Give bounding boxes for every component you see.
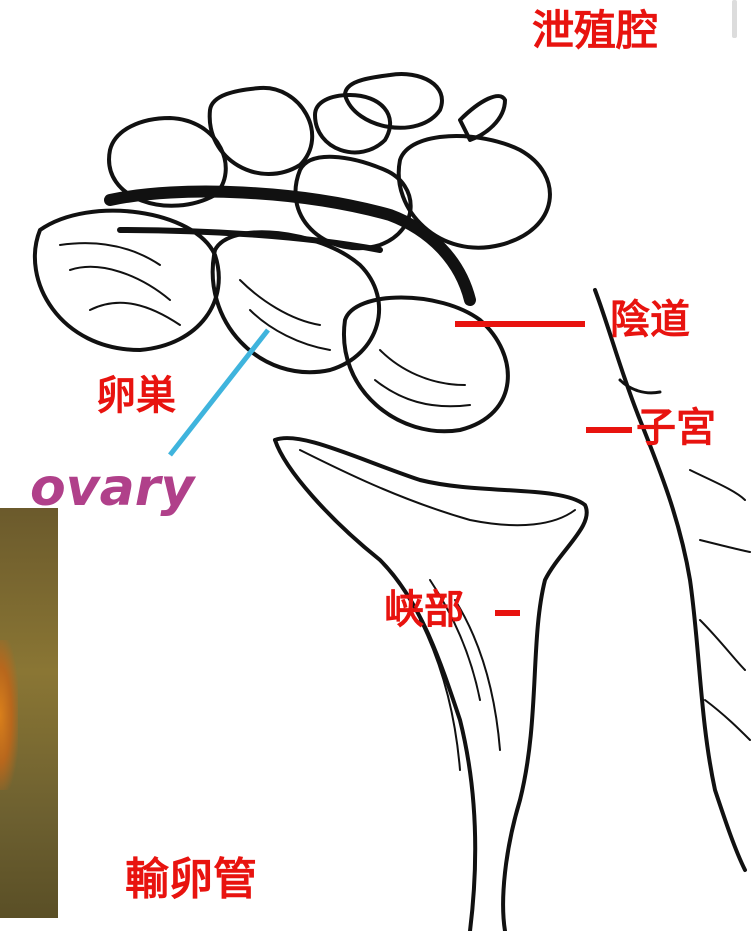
label-ovary-en: ovary bbox=[30, 462, 194, 514]
label-vagina: 陰道 bbox=[610, 300, 690, 340]
label-ovary-zh: 卵巣 bbox=[96, 376, 176, 416]
ovary-stroma bbox=[110, 192, 470, 300]
follicle-stalk-right bbox=[460, 96, 505, 140]
oviduct-funnel bbox=[275, 438, 587, 931]
follicle-top-right bbox=[345, 74, 442, 128]
scrollbar[interactable] bbox=[732, 0, 737, 38]
uterus-tube bbox=[595, 290, 745, 870]
follicle-center bbox=[213, 232, 379, 372]
ovary-pointer bbox=[170, 330, 268, 455]
label-oviduct: 輸卵管 bbox=[125, 858, 257, 902]
label-cloaca: 泄殖腔 bbox=[532, 10, 658, 52]
follicle-lower-right bbox=[344, 298, 508, 432]
label-uterus: 子宮 bbox=[636, 408, 716, 448]
label-isthmus: 峡部 bbox=[384, 590, 464, 630]
